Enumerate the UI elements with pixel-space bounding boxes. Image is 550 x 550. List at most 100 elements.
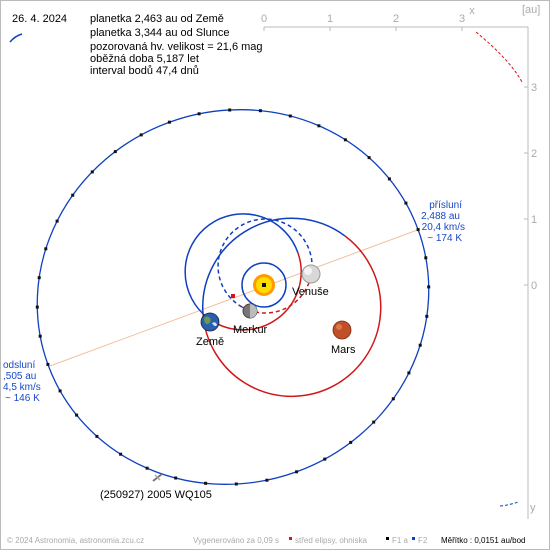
orbit-point xyxy=(75,413,79,417)
footer-center-legend: střed elipsy, ohniska xyxy=(295,536,367,545)
y-axis-label: y xyxy=(530,502,536,514)
footer-generated: Vygenerováno za 0,09 s xyxy=(193,536,279,545)
date-label: 26. 4. 2024 xyxy=(12,13,67,25)
orbit-point xyxy=(58,389,62,393)
aphelion-temperature: ~ 146 K xyxy=(5,393,40,404)
orbit-point xyxy=(234,482,238,486)
orbit-point xyxy=(372,420,376,424)
y-tick-label: 0 xyxy=(531,280,537,292)
f2-legend-marker xyxy=(412,537,415,540)
orbit-point xyxy=(228,108,232,112)
orbit-point xyxy=(288,114,292,118)
orbit-point xyxy=(35,305,39,309)
orbit-point xyxy=(204,481,208,485)
perihelion-distance: 2,488 au xyxy=(421,211,460,222)
x-axis-label: x xyxy=(469,5,475,17)
orbit-point xyxy=(367,156,371,160)
orbit-point xyxy=(323,457,327,461)
perihelion-info: přísluní 2,488 au 20,4 km/s ~ 174 K xyxy=(421,200,465,244)
earth-orbit-future xyxy=(207,252,302,331)
orbit-point xyxy=(119,452,123,456)
orbit-point xyxy=(424,256,428,260)
orbit-point xyxy=(113,150,117,154)
earth-orbit-past xyxy=(184,213,299,319)
info-sun-distance: planetka 3,344 au od Slunce xyxy=(90,27,229,39)
asteroid xyxy=(152,473,163,482)
sun xyxy=(253,274,275,296)
orbit-point xyxy=(197,112,201,116)
center-legend-marker xyxy=(289,537,292,540)
mars-label: Mars xyxy=(331,344,356,356)
orbit-point xyxy=(416,228,420,232)
orbit-point xyxy=(404,201,408,205)
footer-f2: F2 xyxy=(418,536,428,545)
orbit-point xyxy=(55,219,59,223)
info-magnitude: pozorovaná hv. velikost = 21,6 mag xyxy=(90,41,263,53)
y-tick-label: 1 xyxy=(531,214,537,226)
orbit-point xyxy=(167,120,171,124)
mercury-label: Merkur xyxy=(233,324,268,336)
aphelion-title: odsluní xyxy=(3,360,35,371)
planet-labels: Venuše Země Merkur Mars (250927) 2005 WQ… xyxy=(100,286,356,501)
orbit-point xyxy=(391,397,395,401)
perihelion-temperature: ~ 174 K xyxy=(427,233,462,244)
outer-orbit-arc-bottom xyxy=(499,501,519,507)
mercury-orbit xyxy=(241,262,287,308)
footer-copyright: © 2024 Astronomia, astronomia.zcu.cz xyxy=(7,536,144,545)
orbit-point xyxy=(407,371,411,375)
mars-orbit-future xyxy=(202,235,382,398)
orbit-point xyxy=(343,138,347,142)
venus-orbit-past xyxy=(217,218,313,308)
f1-legend-marker xyxy=(386,537,389,540)
perihelion-speed: 20,4 km/s xyxy=(422,222,465,233)
outer-orbit-arc-top xyxy=(475,31,523,83)
x-tick-label: 3 xyxy=(459,13,465,25)
orbit-point xyxy=(90,170,94,174)
ellipse-center-marker xyxy=(231,294,235,298)
orbit-point xyxy=(44,247,48,251)
aphelion-distance: ,505 au xyxy=(3,371,36,382)
footer: © 2024 Astronomia, astronomia.zcu.cz Vyg… xyxy=(7,536,428,545)
orbit-point xyxy=(265,478,269,482)
venus-label: Venuše xyxy=(292,286,329,298)
mars-orbit-past xyxy=(202,217,346,315)
aphelion-speed: 4,5 km/s xyxy=(3,382,41,393)
orbit-point xyxy=(425,314,429,318)
y-tick-label: 3 xyxy=(531,82,537,94)
info-block: planetka 2,463 au od Země planetka 3,344… xyxy=(90,13,263,77)
y-tick-label: 2 xyxy=(531,148,537,160)
x-tick-label: 2 xyxy=(393,13,399,25)
asteroid-label: (250927) 2005 WQ105 xyxy=(100,489,212,501)
earth xyxy=(200,312,220,332)
info-period: oběžná doba 5,187 let xyxy=(90,53,199,65)
x-tick-label: 0 xyxy=(261,13,267,25)
venus-orbit-future xyxy=(241,275,312,314)
orbit-point xyxy=(46,362,50,366)
orbit-point xyxy=(258,109,262,113)
orbit-point xyxy=(418,343,422,347)
orbit-point xyxy=(317,124,321,128)
orbit-point xyxy=(139,133,143,137)
mars xyxy=(332,320,352,340)
x-tick-label: 1 xyxy=(327,13,333,25)
orbit-point xyxy=(427,285,431,289)
orbit-glyph-icon xyxy=(9,33,23,43)
orbit-point xyxy=(349,440,353,444)
footer-scale: Měřítko : 0,0151 au/bod xyxy=(441,536,526,545)
axis-labels: 0 1 2 3 x 3 2 1 0 y [au] xyxy=(261,4,540,514)
orbit-point xyxy=(38,334,42,338)
asteroid-orbit-points xyxy=(35,108,431,486)
mercury xyxy=(242,303,258,319)
orbit-point xyxy=(387,177,391,181)
earth-label: Země xyxy=(196,336,224,348)
orbit-point xyxy=(71,193,75,197)
asteroid-orbit xyxy=(36,109,430,485)
venus xyxy=(301,264,321,284)
aphelion-info: odsluní ,505 au 4,5 km/s ~ 146 K xyxy=(3,360,41,404)
info-earth-distance: planetka 2,463 au od Země xyxy=(90,13,224,25)
orbit-point xyxy=(95,434,99,438)
info-interval: interval bodů 47,4 dnů xyxy=(90,65,199,77)
orbit-point xyxy=(37,276,41,280)
